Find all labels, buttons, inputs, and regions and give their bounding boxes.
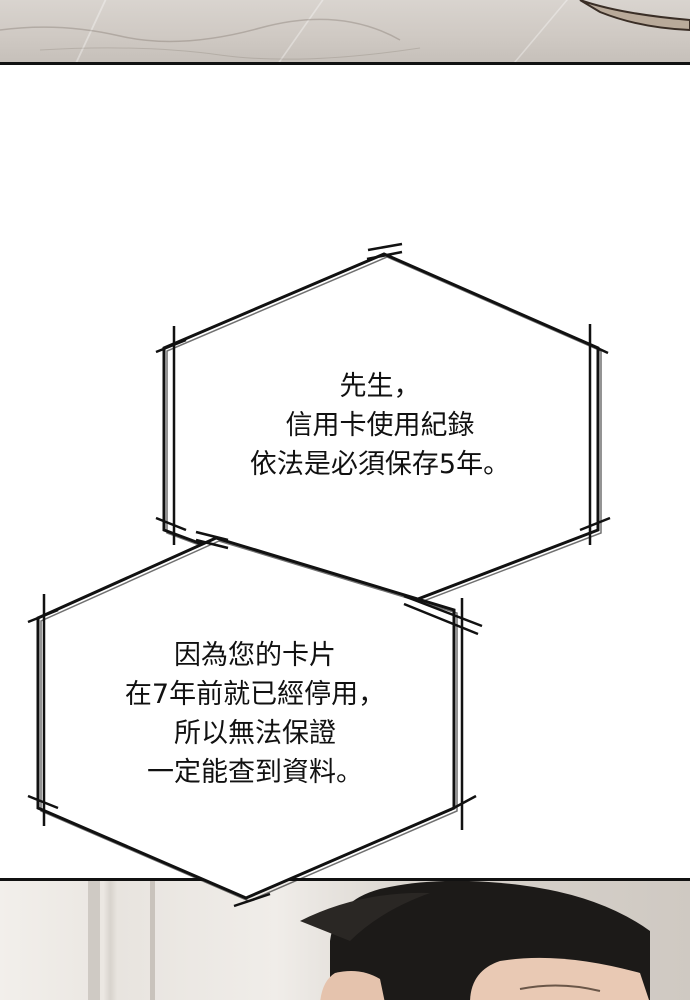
speech-line: 信用卡使用紀錄 [285,410,475,441]
speech-bubble-2-text: 因為您的卡片 在7年前就已經停用， 所以無法保證 一定能查到資料。 [80,636,430,792]
speech-line: 所以無法保證 [174,718,336,749]
man-head-illustration [88,881,650,1000]
speech-line: 依法是必須保存5年。 [249,449,511,480]
floor-detail [0,0,690,60]
speech-line: 在7年前就已經停用， [124,679,386,710]
speech-line: 因為您的卡片 [174,640,336,671]
speech-bubble-1-text: 先生， 信用卡使用紀錄 依法是必須保存5年。 [220,367,540,484]
speech-line: 先生， [339,371,421,402]
speech-line: 一定能查到資料。 [147,757,363,788]
top-panel-marble-floor [0,0,690,65]
bottom-panel-man-head [0,878,690,1000]
